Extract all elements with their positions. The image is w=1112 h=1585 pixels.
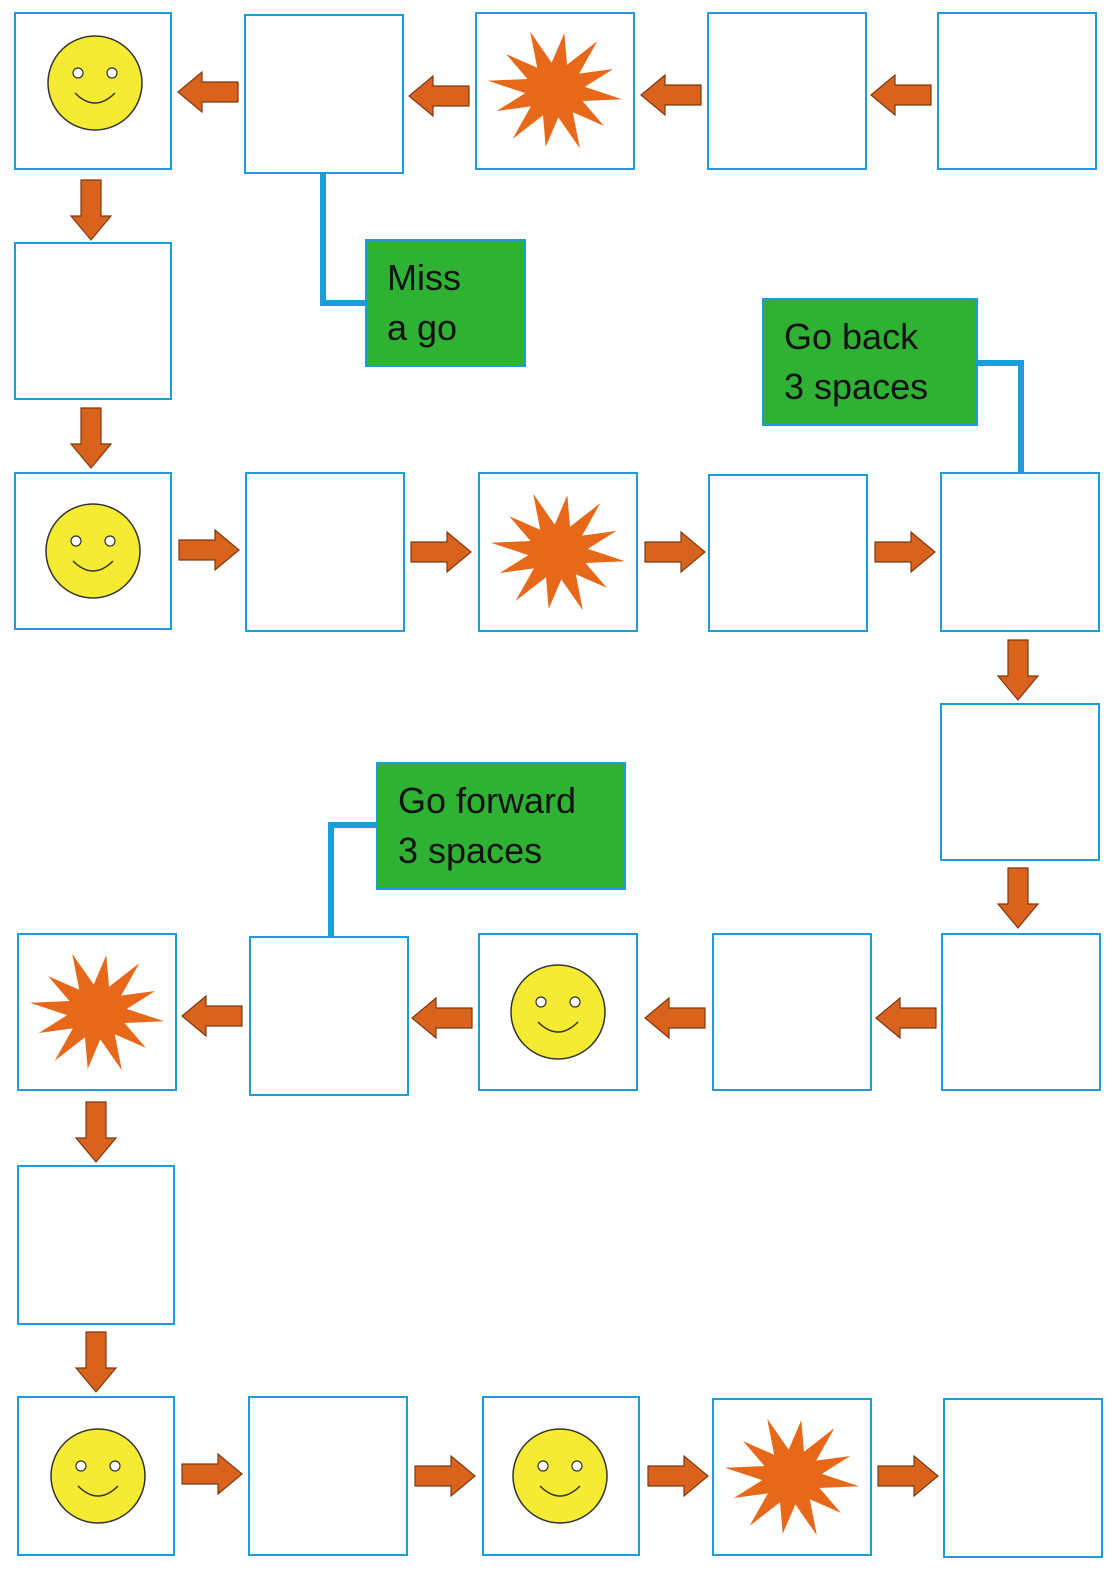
arrow-right-icon [874, 530, 936, 574]
go-forward-connector [328, 822, 334, 938]
arrow-left-icon [181, 994, 243, 1038]
miss-a-go-line2: a go [387, 307, 458, 348]
smiley-face-icon [47, 35, 143, 131]
miss-a-go-line1: Miss [387, 257, 461, 298]
arrow-right-icon [877, 1454, 939, 1498]
arrow-right-icon [410, 530, 472, 574]
board-space [708, 474, 868, 632]
arrow-right-icon [178, 528, 240, 572]
arrow-left-icon [640, 73, 702, 117]
arrow-right-icon [414, 1454, 476, 1498]
go-back-line2: 3 spaces [784, 366, 929, 407]
board-space [940, 703, 1100, 861]
board-space [14, 242, 172, 400]
go-back-connector [1018, 360, 1024, 474]
arrow-down-icon [74, 1331, 118, 1393]
arrow-left-icon [875, 996, 937, 1040]
board-space [937, 12, 1097, 170]
board-space [249, 936, 409, 1096]
go-forward-label: Go forward 3 spaces [376, 762, 626, 890]
miss-a-go-connector [320, 300, 366, 306]
arrow-left-icon [870, 73, 932, 117]
board-space [244, 14, 404, 174]
arrow-right-icon [181, 1452, 243, 1496]
board-space [707, 12, 867, 170]
miss-a-go-label: Miss a go [365, 239, 526, 367]
arrow-left-icon [177, 70, 239, 114]
star-burst-icon [487, 31, 623, 149]
board-space [941, 933, 1101, 1091]
go-back-connector [976, 360, 1024, 366]
arrow-down-icon [69, 179, 113, 241]
board-space [712, 1398, 872, 1556]
arrow-left-icon [644, 996, 706, 1040]
go-forward-connector [328, 822, 378, 828]
go-forward-line2: 3 spaces [398, 830, 543, 871]
star-burst-icon [29, 953, 165, 1071]
arrow-right-icon [647, 1454, 709, 1498]
board-space [245, 472, 405, 632]
star-burst-icon [724, 1418, 860, 1536]
arrow-left-icon [411, 996, 473, 1040]
board-space [248, 1396, 408, 1556]
smiley-face-icon [45, 503, 141, 599]
smiley-face-icon [50, 1428, 146, 1524]
go-back-label: Go back 3 spaces [762, 298, 978, 426]
arrow-right-icon [644, 530, 706, 574]
arrow-down-icon [996, 867, 1040, 929]
board-space [478, 933, 638, 1091]
arrow-down-icon [996, 639, 1040, 701]
smiley-face-icon [512, 1428, 608, 1524]
arrow-left-icon [408, 74, 470, 118]
board-space [943, 1398, 1103, 1558]
go-back-line1: Go back [784, 316, 919, 357]
board-space [17, 1165, 175, 1325]
smiley-face-icon [510, 964, 606, 1060]
board-space [940, 472, 1100, 632]
arrow-down-icon [74, 1101, 118, 1163]
board-space [712, 933, 872, 1091]
go-forward-line1: Go forward [398, 780, 577, 821]
arrow-down-icon [69, 407, 113, 469]
miss-a-go-connector [320, 174, 326, 306]
star-burst-icon [490, 493, 626, 611]
